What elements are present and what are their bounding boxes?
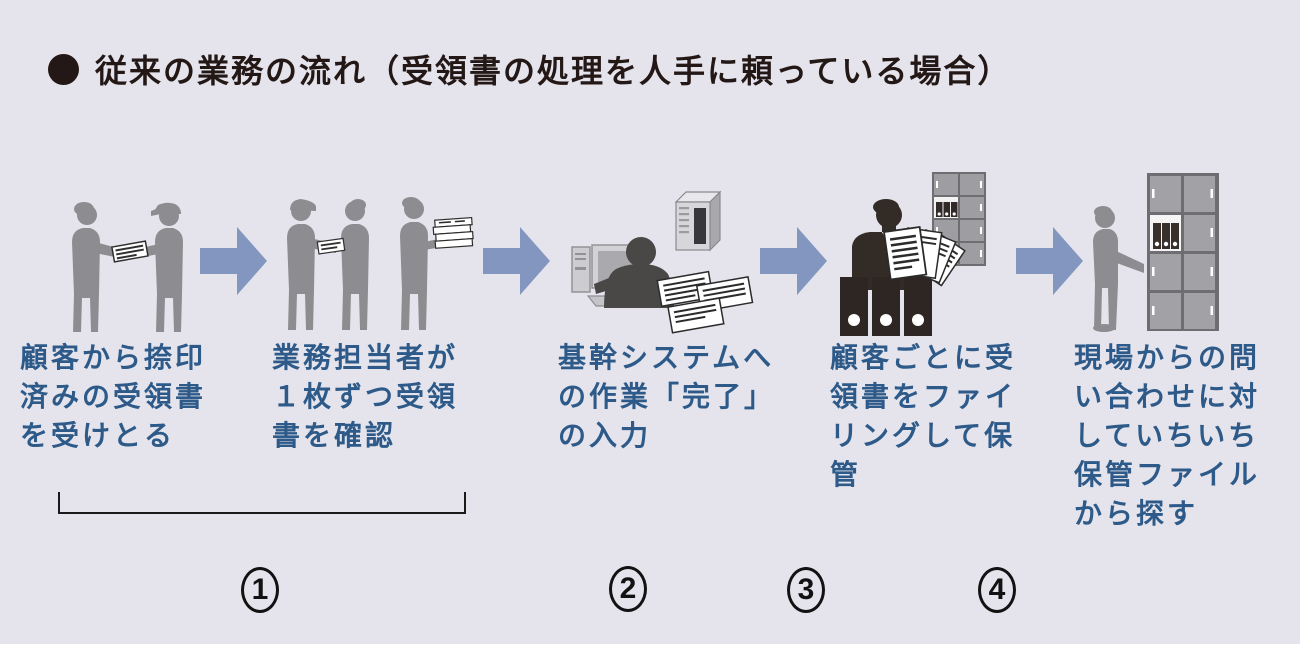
terminal-input-icon: [571, 190, 754, 334]
flow-arrow-4-icon: [1016, 227, 1083, 295]
diagram-title: 従来の業務の流れ（受領書の処理を人手に頼っている場合）: [48, 46, 1011, 92]
flow-arrow-1-icon: [200, 227, 267, 295]
filled-circle-bullet-icon: [48, 53, 79, 85]
bottom-strip: [0, 644, 1300, 650]
step-4-caption: 顧客ごとに受 領書をファイ リングして保 管: [830, 342, 1017, 490]
step-5-caption: 現場からの問 い合わせに対 していちいち 保管ファイル から探す: [1074, 342, 1261, 529]
step-1-caption: 顧客から捺印 済みの受領書 を受けとる: [20, 342, 207, 451]
diagram-title-text: 従来の業務の流れ（受領書の処理を人手に頼っている場合）: [95, 53, 1012, 89]
step-number-3: 3: [787, 567, 825, 613]
handshake-receipt-icon: [72, 202, 183, 332]
step-3-caption: 基幹システムへ の作業「完了」 の入力: [558, 342, 776, 451]
flow-arrow-3-icon: [760, 227, 827, 295]
filing-storage-icon: [840, 172, 986, 336]
step-2-caption: 業務担当者が １枚ずつ受領 書を確認: [272, 342, 459, 451]
staff-check-receipts-icon: [287, 197, 474, 330]
steps-1-2-group-bracket: [58, 492, 466, 514]
step-number-1: 1: [241, 567, 279, 613]
step-number-2: 2: [609, 566, 647, 612]
search-cabinet-icon: [1093, 173, 1219, 332]
step-number-4: 4: [978, 567, 1016, 613]
flow-arrow-2-icon: [483, 227, 550, 295]
